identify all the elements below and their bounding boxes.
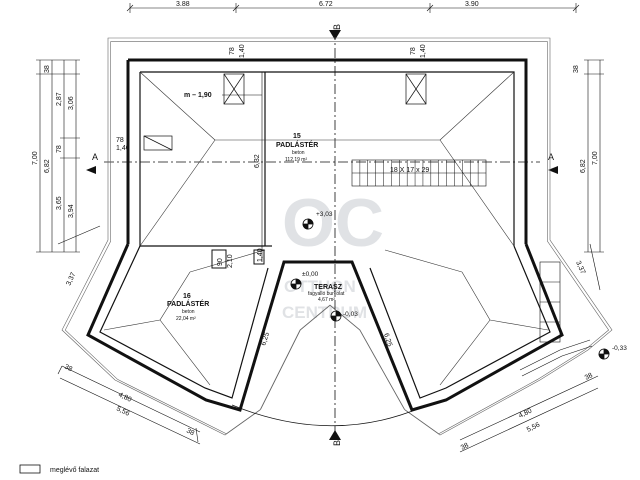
room-15-material: beton: [292, 150, 305, 156]
stair-steps: [359, 160, 479, 186]
terrace-name: TERASZ: [314, 284, 343, 291]
opening-dim-1: 78: [229, 47, 236, 55]
level-marker-4: [598, 348, 610, 360]
top-dimension-chain: [126, 3, 580, 13]
wall-dim-1: 2,10: [227, 254, 234, 268]
room-15-number: 15: [293, 133, 301, 140]
wing-dim-lines: [57, 225, 601, 291]
bottom-right-dim-lines: [459, 375, 599, 453]
section-a-left: A: [92, 152, 98, 162]
slope-label: m – 1,90: [184, 92, 212, 99]
level-label-4: -0,33: [612, 345, 627, 352]
terrace-area: 4,67 m²: [318, 297, 335, 303]
section-arrows: [86, 30, 558, 440]
stair-label: 18 X 17 x 29: [390, 167, 429, 174]
wing-left-dim-2: 6,25: [260, 331, 271, 346]
wing-right-dim-1: 3,37: [574, 260, 586, 275]
level-label-3: -0,03: [343, 311, 358, 318]
opening-dim-2: 1,40: [239, 44, 246, 58]
room-15-name: PADLÁSTÉR: [276, 140, 318, 149]
left-dim-a1: 2,87: [56, 92, 63, 106]
level-label-1: +3,03: [316, 211, 333, 218]
room-16-material: beton: [182, 309, 195, 315]
left-dim-outer: 7,00: [32, 151, 39, 165]
left-dim-a3: 3,65: [56, 196, 63, 210]
level-label-2: ±0,00: [302, 271, 319, 278]
staircase: [351, 159, 487, 187]
legend: meglévő falazat: [19, 464, 99, 474]
room-15-area: 112,19 m²: [285, 157, 307, 163]
bl-dim-2: 4,80: [117, 392, 132, 404]
watermark-line2: CENTRUM: [282, 303, 367, 322]
wing-right-dim-2: 6,25: [382, 332, 393, 347]
window-dim-1: 78: [116, 137, 124, 144]
left-dim-b1: 3,06: [68, 96, 75, 110]
level-marker-2: [290, 278, 302, 290]
terrace-arc: [231, 404, 421, 427]
br-dim-2: 4,80: [518, 407, 533, 419]
br-dim-3: 5,56: [526, 421, 541, 433]
entry-steps: [519, 261, 593, 377]
roof-eave-outline: [61, 37, 613, 436]
center-dim-a: 6,32: [254, 154, 261, 168]
wall-dim-3: 1,40: [257, 248, 264, 262]
exterior-walls: [86, 58, 564, 412]
room-16-area: 22,04 m²: [176, 316, 196, 322]
opening-dim-3: 78: [410, 47, 417, 55]
terrace-material: fagyalló burkolat: [308, 291, 345, 297]
window-dim-2: 1,40: [116, 145, 130, 152]
left-dim-b2: 3,94: [68, 204, 75, 218]
level-marker-1: [302, 218, 314, 230]
left-dimension-chains: [36, 59, 80, 253]
room-16-name: PADLÁSTÉR: [167, 299, 209, 308]
section-a-right: A: [548, 152, 554, 162]
level-marker-3: [330, 310, 342, 322]
right-dim-small: 38: [573, 65, 580, 73]
watermark-line1: OTTHON: [284, 277, 356, 296]
room-15: 15 PADLÁSTÉR beton 112,19 m²: [276, 133, 318, 163]
room-16: 16 PADLÁSTÉR beton 22,04 m²: [167, 293, 209, 322]
br-dim-1: 38: [460, 442, 470, 452]
wing-left-dim-1: 3,37: [65, 271, 77, 286]
watermark: OC OTTHON CENTRUM: [282, 185, 384, 322]
bl-dim-4: 38: [185, 428, 195, 438]
legend-label: meglévő falazat: [50, 467, 99, 474]
roof-hip-lines: [103, 71, 549, 386]
bottom-left-dim-lines: [57, 365, 201, 445]
stub-walls: [211, 249, 265, 269]
section-b-bottom: B: [332, 440, 342, 446]
bl-dim-1: 38: [63, 364, 73, 374]
section-b-top: B: [332, 24, 342, 30]
br-dim-4: 38: [584, 372, 594, 382]
opening-dim-4: 1,40: [420, 44, 427, 58]
roof-openings: [143, 73, 427, 151]
interior-walls: [99, 71, 551, 399]
top-dim-3: 3.90: [465, 1, 479, 8]
left-dim-mid: 6,82: [44, 159, 51, 173]
room-16-number: 16: [183, 293, 191, 300]
top-dim-1: 3.88: [176, 1, 190, 8]
top-dim-2: 6.72: [319, 1, 333, 8]
section-lines: [104, 30, 540, 440]
right-dim-mid: 6,82: [580, 159, 587, 173]
bl-dim-3: 5,56: [115, 406, 130, 418]
left-dim-small: 38: [44, 65, 51, 73]
left-dim-a2: 78: [56, 145, 63, 153]
right-dimension-chains: [584, 59, 604, 253]
right-dim-outer: 7,00: [592, 151, 599, 165]
level-markers: [290, 218, 610, 360]
room-terrace: TERASZ fagyalló burkolat 4,67 m²: [308, 284, 345, 303]
wall-dim-2: 90: [217, 258, 224, 266]
watermark-logo: OC: [282, 185, 384, 261]
legend-swatch: [19, 464, 41, 474]
